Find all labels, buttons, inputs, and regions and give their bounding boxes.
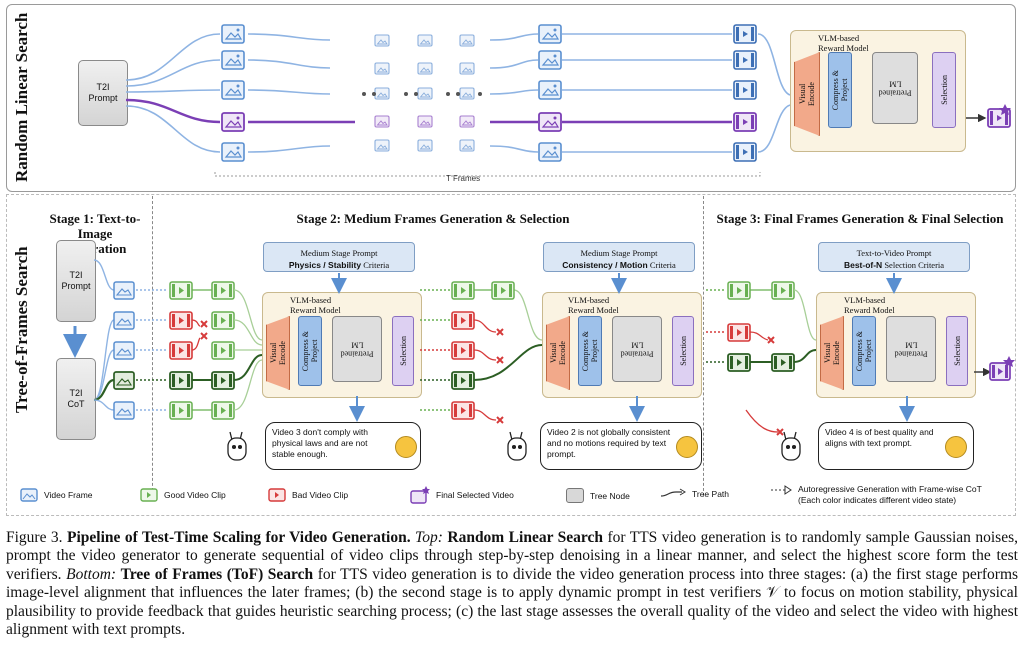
stage2b-selection: Selection <box>672 316 694 386</box>
legend-good-clip: Good Video Clip <box>140 488 226 502</box>
legend-video-frame-text: Video Frame <box>44 490 93 500</box>
caption-tof: Tree of Frames (ToF) Search <box>120 565 314 583</box>
legend-good-clip-text: Good Video Clip <box>164 490 226 500</box>
stage2a-prompt-box: Medium Stage Prompt Physics / Stability … <box>263 242 415 272</box>
stage2b-prompt-title: Medium Stage Prompt <box>580 248 658 258</box>
stage-divider-1 <box>152 196 153 496</box>
speech-text-1: Video 3 don't comply with physical laws … <box>272 427 368 459</box>
good-clip-icon <box>140 488 158 502</box>
speech-text-2: Video 2 is not globally consistent and n… <box>547 427 671 459</box>
top-selection-text: Selection <box>939 75 949 105</box>
legend-tree-path-text: Tree Path <box>692 489 730 499</box>
caption-title: Pipeline of Test-Time Scaling for Video … <box>67 529 411 546</box>
legend-video-frame: Video Frame <box>20 488 93 502</box>
t-frames-label: T Frames <box>446 174 481 183</box>
speech-bubble-2: Video 2 is not globally consistent and n… <box>540 422 702 470</box>
tree-node-icon <box>566 488 584 503</box>
final-video-icon <box>410 486 430 504</box>
tree-path-icon <box>660 488 686 497</box>
legend-autoregressive-text: Autoregressive Generation with Frame-wis… <box>798 484 982 494</box>
legend-tree-node-text: Tree Node <box>590 490 630 501</box>
bottom-t2i-cot-text: T2I CoT <box>67 388 85 409</box>
legend-final-video-text: Final Selected Video <box>436 490 514 500</box>
bottom-t2i-prompt-node: T2I Prompt <box>56 240 96 322</box>
stage2b-prompt-box: Medium Stage Prompt Consistency / Motion… <box>543 242 695 272</box>
caption-part1: for TTS video generation is to randomly … <box>6 529 1019 583</box>
stage2b-compress: Compress & Project <box>578 316 602 386</box>
stage2b-prompt-criteria: Consistency / Motion Criteria <box>544 259 694 271</box>
bottom-t2i-cot-node: T2I CoT <box>56 358 96 440</box>
legend-bad-clip: Bad Video Clip <box>268 488 348 502</box>
legend-tree-path: Tree Path <box>660 488 729 500</box>
stage3-prompt-title: Text-to-Video Prompt <box>856 248 932 258</box>
autoregressive-arrow-icon <box>771 485 792 495</box>
stage2-title: Stage 2: Medium Frames Generation & Sele… <box>296 211 570 226</box>
caption-rls: Random Linear Search <box>447 529 603 546</box>
legend-bad-clip-text: Bad Video Clip <box>292 490 349 500</box>
caption-bottom-word: Bottom: <box>66 565 117 583</box>
legend-autoregressive: Autoregressive Generation with Frame-wis… <box>770 484 982 506</box>
stage3-prompt-box: Text-to-Video Prompt Best-of-N Selection… <box>818 242 970 272</box>
caption-label: Figure 3. <box>6 529 63 546</box>
sad-face-icon-2 <box>676 436 698 458</box>
stage-divider-2 <box>703 196 704 496</box>
stage3-selection: Selection <box>946 316 968 386</box>
legend-tree-node: Tree Node <box>566 488 630 503</box>
stage3-compress: Compress & Project <box>852 316 876 386</box>
stage2b-prompt-rest: Criteria <box>647 260 676 270</box>
legend-autoregressive-text-wrap: Autoregressive Generation with Frame-wis… <box>798 484 982 506</box>
stage2a-prompt-title: Medium Stage Prompt <box>300 248 378 258</box>
top-t2i-prompt-node: T2I Prompt <box>78 60 128 126</box>
top-t2i-prompt-text: T2I Prompt <box>88 82 118 103</box>
stage3-prompt-criteria: Best-of-N Selection Criteria <box>819 259 969 271</box>
happy-face-icon <box>945 436 967 458</box>
top-visual-encode-text: Visual Encode <box>798 82 816 106</box>
stage2a-lm: Pretrained LM <box>332 316 382 382</box>
stage3-vlm-title: VLM-based Reward Model <box>844 295 895 315</box>
top-visual-encode-block: Visual Encode <box>794 52 820 136</box>
stage2b-encode: Visual Encode <box>546 316 570 390</box>
top-vlm-title: VLM-based Reward Model <box>818 33 869 53</box>
stage2a-prompt-criteria: Physics / Stability Criteria <box>264 259 414 271</box>
stage2b-prompt-bold: Consistency / Motion <box>562 260 648 270</box>
top-compress-text: Compress & Project <box>831 69 849 111</box>
stage2a-prompt-bold: Physics / Stability <box>288 260 362 270</box>
stage3-title: Stage 3: Final Frames Generation & Final… <box>716 211 1004 226</box>
speech-text-3: Video 4 is of best quality and aligns wi… <box>825 427 934 448</box>
stage3-prompt-bold: Best-of-N <box>843 260 883 270</box>
legend-final-video: Final Selected Video <box>410 486 514 504</box>
bad-clip-icon <box>268 488 286 502</box>
top-compress-block: Compress & Project <box>828 52 852 128</box>
caption-top-word: Top: <box>415 529 443 546</box>
stage2a-compress: Compress & Project <box>298 316 322 386</box>
bottom-diagram-svg <box>63 259 1015 461</box>
sad-face-icon-1 <box>395 436 417 458</box>
stage3-prompt-rest: Selection Criteria <box>882 260 945 270</box>
bottom-t2i-prompt-text: T2I Prompt <box>61 270 91 291</box>
stage2a-selection: Selection <box>392 316 414 386</box>
video-frame-icon <box>20 488 38 502</box>
stage3-lm: Pretrained LM <box>886 316 936 382</box>
figure-caption: Figure 3. Pipeline of Test-Time Scaling … <box>6 529 1018 639</box>
stage2a-prompt-rest: Criteria <box>361 260 390 270</box>
legend-autoregressive-note: (Each color indicates different video st… <box>798 495 957 505</box>
stage2b-vlm-title: VLM-based Reward Model <box>568 295 619 315</box>
top-diagram-svg <box>125 24 1011 177</box>
stage2a-vlm-title: VLM-based Reward Model <box>290 295 341 315</box>
stage2b-lm: Pretrained LM <box>612 316 662 382</box>
top-lm-text: Pretrained LM <box>878 79 912 97</box>
top-selection-block: Selection <box>932 52 956 128</box>
top-lm-block: Pretrained LM <box>872 52 918 124</box>
caption-part2: for TTS video generation is to divide th… <box>6 565 1019 639</box>
